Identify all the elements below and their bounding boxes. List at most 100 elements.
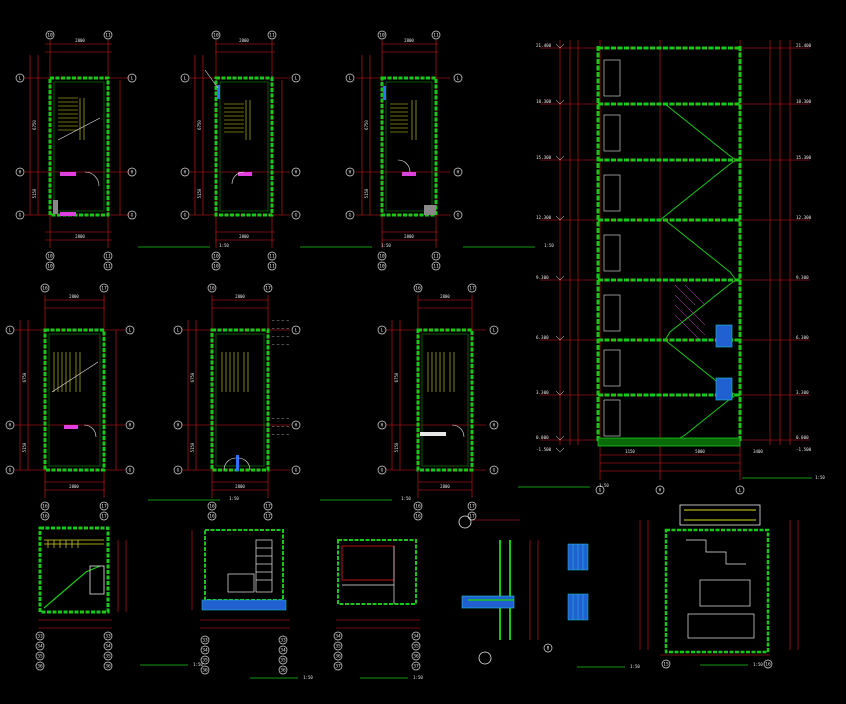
- axis-circle: [173, 420, 183, 430]
- axis-label: H: [457, 170, 460, 176]
- dimension-text: 5150: [394, 442, 399, 452]
- axis-circle: [411, 631, 421, 641]
- detail-section-1: [38, 526, 127, 629]
- axis-circle: [467, 283, 477, 293]
- axis-label: 36: [202, 668, 208, 674]
- axis-circle: [489, 420, 499, 430]
- axis-label: L: [295, 328, 298, 334]
- axis-circle: [291, 210, 301, 220]
- axis-label: 17: [101, 286, 107, 292]
- axis-label: 11: [105, 254, 111, 260]
- axis-circle: [763, 659, 773, 669]
- dimension-text: 2800: [239, 234, 249, 239]
- axis-circle: [200, 665, 210, 675]
- dimension-text: 2800: [75, 234, 85, 239]
- axis-label: 36: [105, 664, 111, 670]
- axis-circle: [200, 635, 210, 645]
- axis-circle: [200, 645, 210, 655]
- dimension-text: 2800: [235, 294, 245, 299]
- scale-label: 1:50: [413, 675, 423, 680]
- dimension-text: 5150: [190, 442, 195, 452]
- axis-circle: [35, 641, 45, 651]
- detail-section-2: [191, 529, 290, 629]
- axis-circle: [127, 73, 137, 83]
- axis-label: L: [295, 76, 298, 82]
- detail-section-3: [336, 539, 420, 629]
- dimension-text: 5150: [197, 188, 202, 198]
- detail-section-5: [567, 504, 799, 656]
- axis-circle: [103, 30, 113, 40]
- level-label: 21.400: [536, 43, 552, 48]
- axis-circle: [103, 261, 113, 271]
- level-label: 6.300: [536, 335, 549, 340]
- axis-circle: [127, 210, 137, 220]
- dimension-text: 5150: [32, 188, 37, 198]
- scale-label: 1:50: [630, 664, 640, 669]
- axis-circle: [453, 73, 463, 83]
- axis-circle: [489, 325, 499, 335]
- svg-text:─ ─ ─ ─: ─ ─ ─ ─: [271, 326, 289, 331]
- scale-label: 1:50: [401, 496, 411, 501]
- axis-circle: [263, 511, 273, 521]
- axis-label: L: [381, 328, 384, 334]
- axis-label: H: [129, 423, 132, 429]
- axis-circle: [453, 167, 463, 177]
- axis-circle: [45, 251, 55, 261]
- axis-label: 16: [209, 504, 215, 510]
- level-label: -1.500: [536, 447, 552, 452]
- axis-circle: [291, 167, 301, 177]
- dimension-text: 5150: [22, 442, 27, 452]
- axis-circle: [453, 210, 463, 220]
- axis-circle: [180, 73, 190, 83]
- axis-label: 34: [335, 634, 341, 640]
- dimension-text: 2800: [75, 38, 85, 43]
- dimension-text: 2800: [404, 38, 414, 43]
- axis-label: 10: [213, 264, 219, 270]
- axis-circle: [291, 73, 301, 83]
- axis-label: 11: [433, 254, 439, 260]
- level-label: 15.300: [796, 155, 812, 160]
- axis-label: 11: [269, 33, 275, 39]
- axis-label: L: [184, 76, 187, 82]
- axis-label: H: [184, 170, 187, 176]
- axis-circle: [411, 651, 421, 661]
- stair-plan-2: [190, 40, 290, 248]
- section-window-panels: [715, 324, 733, 401]
- detail-index-circle: [478, 651, 492, 665]
- scale-label: 1:50: [815, 475, 825, 480]
- axis-label: L: [457, 76, 460, 82]
- stair-plan-3: [356, 40, 450, 248]
- stair-plan-1: [25, 40, 130, 248]
- axis-circle: [103, 641, 113, 651]
- axis-circle: [377, 251, 387, 261]
- axis-label: 11: [105, 33, 111, 39]
- axis-label: 16: [415, 514, 421, 520]
- door-marker: [60, 172, 76, 176]
- scale-label: 1:50: [229, 496, 239, 501]
- axis-circle: [345, 210, 355, 220]
- axis-circle: [103, 651, 113, 661]
- svg-text:─ ─ ─ ─: ─ ─ ─ ─: [271, 334, 289, 339]
- axis-label: 10: [379, 264, 385, 270]
- dimension-text: 2800: [440, 484, 450, 489]
- level-label: 6.300: [796, 335, 809, 340]
- dimension-text: 6750: [364, 120, 369, 130]
- axis-circle: [543, 643, 553, 653]
- axis-circle: [180, 210, 190, 220]
- scale-label: 1:50: [193, 662, 203, 667]
- axis-label: B: [547, 646, 550, 652]
- axis-circle: [35, 651, 45, 661]
- axis-label: 17: [101, 504, 107, 510]
- axis-label: L: [349, 76, 352, 82]
- scale-label: 1:50: [303, 675, 313, 680]
- axis-label: G: [349, 213, 352, 219]
- axis-label: 36: [37, 664, 43, 670]
- axis-circle: [103, 631, 113, 641]
- axis-label: 16: [415, 286, 421, 292]
- axis-circle: [200, 655, 210, 665]
